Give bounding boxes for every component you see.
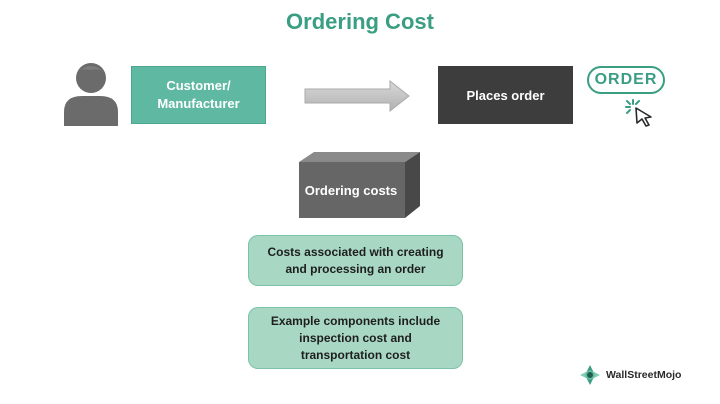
customer-label-line2: Manufacturer xyxy=(157,96,240,111)
order-badge: ORDER xyxy=(587,66,665,94)
ordering-costs-label: Ordering costs xyxy=(304,183,398,198)
wallstreetmojo-logo-icon xyxy=(580,365,600,385)
info-box-examples: Example components include inspection co… xyxy=(248,307,463,369)
customer-manufacturer-box: Customer/ Manufacturer xyxy=(131,66,266,124)
info-2-line3: transportation cost xyxy=(300,347,411,362)
info-1-line1: Costs associated with creating xyxy=(267,244,444,259)
page-title: Ordering Cost xyxy=(286,9,434,34)
info-1-line2: and processing an order xyxy=(285,261,426,276)
places-order-box: Places order xyxy=(438,66,573,124)
person-icon xyxy=(64,63,118,126)
arrow-right-icon xyxy=(304,80,410,112)
brand-logo: WallStreetMojo xyxy=(578,362,681,388)
info-2-line1: Example components include xyxy=(270,313,441,328)
customer-label-line1: Customer/ xyxy=(166,78,231,93)
ordering-costs-cube xyxy=(299,152,420,218)
info-box-definition: Costs associated with creating and proce… xyxy=(248,235,463,286)
cursor-click-icon xyxy=(625,99,652,127)
brand-name: WallStreetMojo xyxy=(606,369,682,381)
info-2-line2: inspection cost and xyxy=(299,330,412,345)
